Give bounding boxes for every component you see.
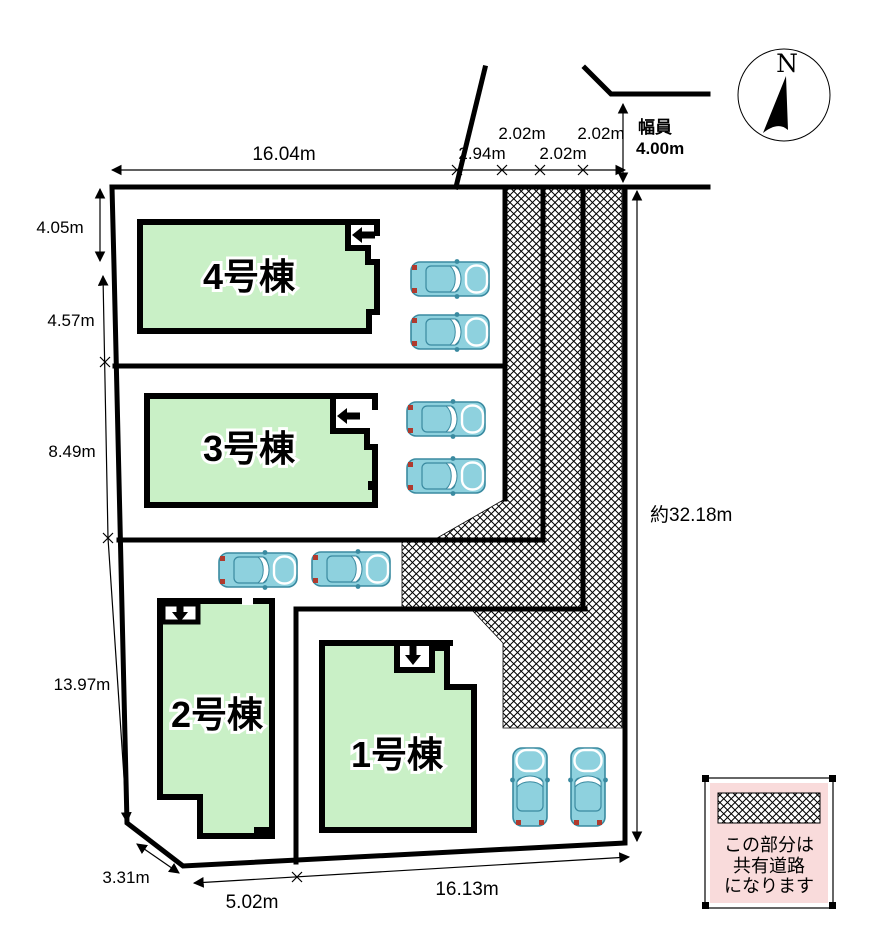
dim-bottom-seg1: 5.02m (226, 892, 279, 913)
car-icon (409, 310, 491, 354)
road-width-caption: 幅員 (638, 117, 672, 137)
building-1-label: 1号棟 (351, 734, 444, 775)
road-edge-upper (581, 64, 711, 97)
building-4-label: 4号棟 (203, 256, 296, 297)
dim-top-total: 16.04m (252, 144, 315, 165)
building-3-label: 3号棟 (203, 428, 296, 469)
entrance-arrow-down-icon (405, 644, 421, 665)
building-3: 3号棟 (144, 393, 378, 508)
car-icon (405, 454, 487, 498)
road-edge-slant (452, 64, 489, 191)
entrance-arrow-left-icon (337, 408, 360, 424)
legend-line1: この部分は (724, 835, 814, 855)
building-4: 4号棟 (137, 219, 380, 334)
entrance-arrow-down-icon (172, 601, 188, 622)
compass-needle-icon (763, 76, 788, 133)
car-icon (508, 746, 552, 828)
dim-right-total: 約32.18m (650, 504, 732, 526)
dim-left-seg4: 13.97m (54, 675, 111, 694)
car-icon (217, 548, 299, 592)
dim-top-seg2: 2.02m (498, 124, 545, 143)
legend-line3: になります (724, 876, 814, 896)
car-icon (310, 547, 392, 591)
dim-left-seg2: 4.57m (47, 311, 94, 330)
compass-north-label: N (776, 49, 798, 78)
building-2: 2号棟 (157, 596, 275, 839)
road-width-value: 4.00m (636, 139, 684, 158)
building-1: 1号棟 (319, 640, 477, 833)
legend-line2: 共有道路 (733, 856, 805, 876)
building-2-label: 2号棟 (171, 694, 264, 735)
dim-top-seg4: 2.02m (577, 124, 624, 143)
dim-bottom-seg2: 16.13m (435, 879, 498, 900)
dim-top-seg3: 2.02m (539, 144, 586, 163)
dim-left-seg1: 4.05m (36, 218, 83, 237)
dim-corner: 3.31m (102, 868, 149, 887)
dim-left-seg3: 8.49m (48, 442, 95, 461)
car-icon (409, 257, 491, 301)
dim-top-seg1: 2.94m (458, 144, 505, 163)
compass: N (737, 48, 831, 142)
car-icon (405, 397, 487, 441)
legend-hatch-swatch (717, 792, 821, 824)
dimension-lines (94, 102, 643, 888)
entrance-arrow-left-icon (352, 227, 375, 243)
legend-shared-road: この部分は 共有道路 になります (702, 775, 836, 909)
car-icon (566, 746, 610, 828)
